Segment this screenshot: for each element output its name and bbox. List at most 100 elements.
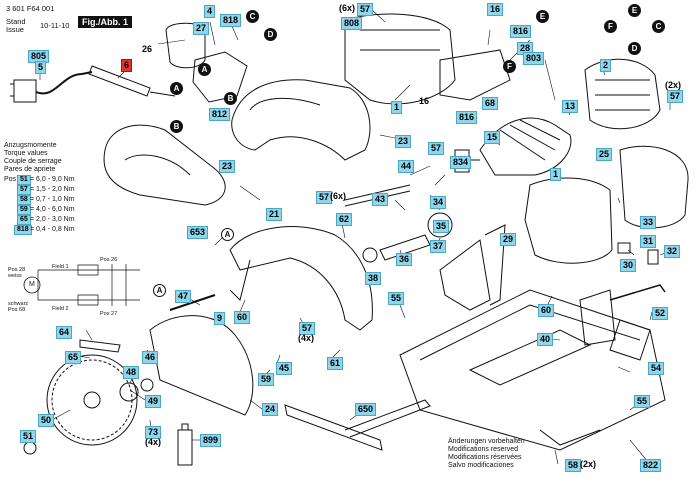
torque-pos: 57	[17, 185, 31, 195]
part-callout: 58	[565, 459, 582, 472]
parallel-guide-drawing	[284, 399, 431, 451]
wiring-diagram-drawing	[37, 264, 140, 306]
armature-drawing	[479, 117, 572, 176]
part-callout: 24	[262, 403, 279, 416]
brush-plate-drawing	[439, 49, 511, 101]
part-callout: 23	[219, 160, 236, 173]
torque-line: Pares de apriete	[4, 166, 56, 173]
wiring-label: Pos 27	[100, 311, 118, 317]
part-callout: 59	[258, 373, 275, 386]
part-callout: 30	[620, 259, 637, 272]
part-callout: 51	[20, 430, 37, 443]
part-callout: 26	[142, 44, 153, 54]
switch-assembly-drawing	[192, 51, 248, 103]
part-callout: 650	[355, 403, 377, 416]
part-callout: 1	[391, 101, 403, 114]
part-callout: 32	[664, 245, 681, 258]
part-callout: 803	[523, 52, 545, 65]
footer-line: Modifications reserved	[448, 446, 519, 453]
part-callout: 57	[316, 191, 333, 204]
torque-value: = 4,0 - 6,0 Nm	[30, 206, 75, 213]
part-callout: 48	[123, 366, 140, 379]
issue-label: Issue	[6, 25, 24, 34]
motor-housing-drawing	[344, 13, 456, 105]
blade-guard-drawing	[229, 226, 373, 331]
connector-marker: F	[503, 60, 516, 73]
handle-cover-drawing	[103, 124, 226, 206]
grease-tube-drawing	[177, 423, 193, 466]
part-callout: 45	[276, 362, 293, 375]
part-callout: 808	[341, 17, 363, 30]
part-callout: 65	[65, 351, 82, 364]
riving-knife-drawing	[439, 239, 491, 311]
part-callout: (4x)	[145, 437, 162, 447]
part-callout: 60	[234, 311, 251, 324]
part-callout: (4x)	[298, 333, 315, 343]
part-callout: (2x)	[580, 459, 597, 469]
part-callout: 4	[204, 5, 216, 18]
part-callout: 6	[121, 59, 133, 72]
part-callout: 13	[562, 100, 579, 113]
torque-pos: 65	[17, 215, 31, 225]
torque-line: Anzugsmomente	[4, 142, 57, 149]
wiring-label: Pos 68	[8, 307, 26, 313]
wiring-label: Pos 28	[8, 267, 26, 273]
part-callout: 812	[209, 108, 231, 121]
part-callout: 60	[538, 304, 555, 317]
connector-marker: C	[246, 10, 259, 23]
part-callout: 822	[640, 459, 662, 472]
part-callout: 52	[652, 307, 669, 320]
part-callout: 46	[142, 351, 159, 364]
connector-marker: D	[628, 42, 641, 55]
saw-blade-drawing	[46, 354, 138, 446]
part-callout: 68	[482, 97, 499, 110]
connector-marker: A	[153, 284, 166, 297]
torque-pos: 51	[17, 175, 31, 185]
torque-pos: 58	[17, 195, 31, 205]
power-cord-drawing	[35, 71, 93, 95]
part-callout: 50	[38, 414, 55, 427]
stand-label: Stand	[6, 17, 26, 26]
part-callout: 29	[500, 233, 517, 246]
part-callout: 25	[596, 148, 613, 161]
torque-pos: 818	[14, 225, 32, 235]
footer-line: Änderungen vorbehalten	[448, 438, 525, 445]
connector-marker: E	[536, 10, 549, 23]
stand-date: 10-11-10	[40, 21, 70, 30]
part-callout: 64	[56, 326, 73, 339]
connector-marker: A	[221, 228, 234, 241]
part-callout: 55	[634, 395, 651, 408]
connector-marker: B	[224, 92, 237, 105]
part-callout: 44	[398, 160, 415, 173]
part-callout: 816	[510, 25, 532, 38]
part-callout: 61	[327, 357, 344, 370]
motor-casing-drawing	[619, 145, 689, 229]
torque-line: Torque values	[4, 150, 48, 157]
part-callout: 55	[388, 292, 405, 305]
footer-line: Modifications réservées	[448, 454, 522, 461]
part-callout: 43	[372, 193, 389, 206]
connector-marker: D	[264, 28, 277, 41]
part-callout: 653	[187, 226, 209, 239]
part-callout: 47	[175, 290, 192, 303]
connector-marker: A	[170, 82, 183, 95]
wiring-motor-label: M	[29, 281, 35, 288]
wiring-label: Field 2	[52, 306, 69, 312]
part-callout: 23	[395, 135, 412, 148]
part-callout: 57	[428, 142, 445, 155]
stator-drawing	[584, 58, 661, 130]
part-callout: 34	[430, 196, 447, 209]
part-callout: 16	[419, 96, 430, 106]
torque-value: = 0,4 - 0,8 Nm	[30, 226, 75, 233]
part-callout: (6x)	[330, 191, 347, 201]
torque-value: = 1,5 - 2,0 Nm	[30, 186, 75, 193]
torque-value: = 0,7 - 1,0 Nm	[30, 196, 75, 203]
wiring-label: Pos 26	[100, 257, 118, 263]
part-callout: 73	[145, 426, 162, 439]
torque-value: = 6,0 - 9,0 Nm	[30, 176, 75, 183]
torque-pos-label: Pos	[4, 176, 17, 183]
part-callout: 33	[640, 216, 657, 229]
connector-marker: F	[604, 20, 617, 33]
